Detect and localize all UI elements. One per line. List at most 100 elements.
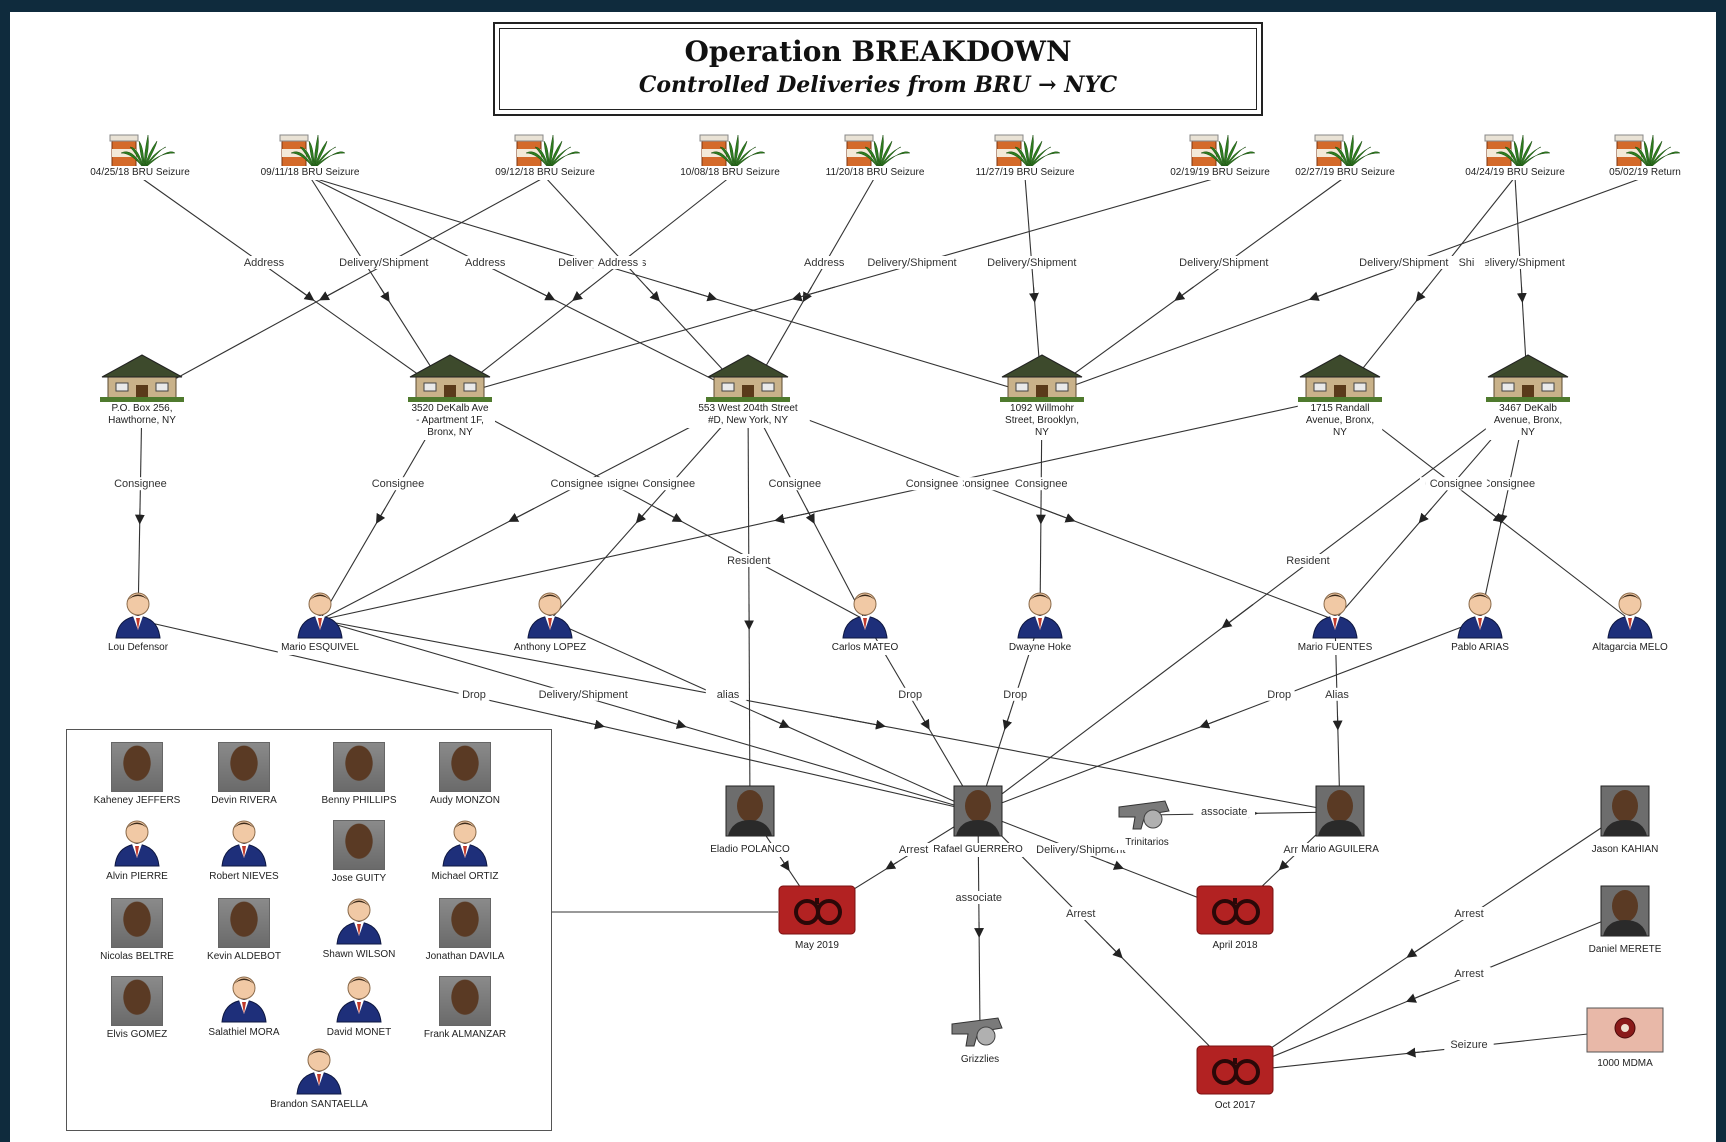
node-s7[interactable]: 02/19/19 BRU Seizure bbox=[1161, 134, 1279, 180]
node-p8[interactable]: Altagarcia MELO bbox=[1585, 592, 1675, 655]
edge-arrow bbox=[1484, 508, 1504, 523]
edge-arrow bbox=[1415, 286, 1428, 302]
edge-label: Consignee bbox=[769, 478, 822, 490]
node-label-bg bbox=[1209, 1099, 1261, 1113]
edge-label: Address bbox=[804, 257, 845, 269]
edge-arrow bbox=[1308, 286, 1344, 301]
edge-arrow bbox=[1002, 715, 1013, 731]
legend-item[interactable]: Jose GUITY bbox=[299, 820, 419, 884]
edge-arrow bbox=[1406, 941, 1431, 958]
node-s1[interactable]: 04/25/18 BRU Seizure bbox=[81, 134, 199, 180]
node-p3[interactable]: Anthony LOPEZ bbox=[510, 592, 590, 655]
legend-item[interactable]: Audy MONZON bbox=[405, 742, 525, 806]
edge-arrow bbox=[763, 715, 790, 729]
node-s8[interactable]: 02/27/19 BRU Seizure bbox=[1286, 134, 1404, 180]
legend-item-label: Benny PHILLIPS bbox=[321, 795, 397, 806]
node-p2[interactable]: Mario ESQUIVEL bbox=[277, 592, 363, 655]
edge-arrow bbox=[557, 715, 605, 730]
edge-label: associate bbox=[1201, 806, 1247, 818]
handcuffs-icon bbox=[1196, 885, 1274, 935]
node-h2[interactable]: 3520 DeKalb Ave- Apartment 1F,Bronx, NY bbox=[405, 354, 495, 440]
legend-item[interactable]: David MONET bbox=[299, 976, 419, 1038]
node-rg[interactable]: Rafael GUERRERO bbox=[933, 785, 1023, 857]
node-label-bg bbox=[510, 641, 590, 655]
node-dm[interactable]: Daniel MERETE bbox=[1585, 885, 1665, 957]
pill-bottle-icon bbox=[699, 134, 766, 170]
legend-item[interactable]: Nicolas BELTRE bbox=[77, 898, 197, 962]
node-s10[interactable]: 05/02/19 Return bbox=[1600, 134, 1690, 180]
node-label-bg bbox=[102, 402, 182, 428]
node-h3[interactable]: 553 West 204th Street#D, New York, NY bbox=[686, 354, 810, 428]
node-gr[interactable]: Grizzlies bbox=[951, 1017, 1009, 1067]
node-tr[interactable]: Trinitarios bbox=[1113, 800, 1181, 850]
legend-item[interactable]: Michael ORTIZ bbox=[405, 820, 525, 882]
mugshot-icon bbox=[218, 742, 270, 792]
edge-label-bg bbox=[999, 687, 1031, 701]
legend-item[interactable]: Kevin ALDEBOT bbox=[184, 898, 304, 962]
node-p5[interactable]: Dwayne Hoke bbox=[1006, 592, 1074, 655]
node-ma[interactable]: Mario AGUILERA bbox=[1297, 785, 1383, 857]
node-a3[interactable]: Oct 2017 bbox=[1196, 1045, 1274, 1113]
node-s4[interactable]: 10/08/18 BRU Seizure bbox=[671, 134, 789, 180]
node-p1[interactable]: Lou Defensor bbox=[101, 592, 175, 655]
edge-label: Delivery/Shipment bbox=[1036, 844, 1125, 856]
node-label: Rafael GUERRERO bbox=[933, 844, 1023, 855]
legend-item[interactable]: Frank ALMANZAR bbox=[405, 976, 525, 1040]
edge-arrow bbox=[675, 286, 718, 302]
node-jk[interactable]: Jason KAHIAN bbox=[1588, 785, 1662, 857]
node-s9[interactable]: 04/24/19 BRU Seizure bbox=[1456, 134, 1574, 180]
edge-label: Drop bbox=[1267, 689, 1291, 701]
house-icon bbox=[1486, 354, 1570, 402]
node-a1[interactable]: May 2019 bbox=[778, 885, 856, 953]
edge-label-bg bbox=[856, 256, 968, 269]
node-md[interactable]: 1000 MDMA bbox=[1586, 1007, 1664, 1071]
edge-arrow bbox=[1221, 604, 1254, 629]
node-label-bg bbox=[1297, 843, 1383, 857]
node-label-bg bbox=[251, 166, 369, 180]
edge-label: Delivery/Shipment bbox=[1359, 257, 1448, 269]
node-s3[interactable]: 09/12/18 BRU Seizure bbox=[486, 134, 604, 180]
legend-item[interactable]: Elvis GOMEZ bbox=[77, 976, 197, 1040]
node-label: May 2019 bbox=[795, 940, 839, 951]
node-a2[interactable]: April 2018 bbox=[1196, 885, 1274, 953]
legend-item-label: Jose GUITY bbox=[331, 873, 387, 884]
node-label: 04/25/18 BRU Seizure bbox=[90, 167, 190, 178]
node-label: Pablo ARIAS bbox=[1451, 642, 1509, 653]
node-s5[interactable]: 11/20/18 BRU Seizure bbox=[816, 134, 934, 180]
edge-label: Consignee bbox=[1483, 478, 1536, 490]
node-label: Grizzlies bbox=[961, 1054, 999, 1065]
node-label-bg bbox=[81, 166, 199, 180]
legend-item[interactable]: Devin RIVERA bbox=[184, 742, 304, 806]
person-icon bbox=[334, 898, 384, 946]
node-s6[interactable]: 11/27/19 BRU Seizure bbox=[966, 134, 1084, 180]
edge-label-bg bbox=[1348, 256, 1460, 269]
node-p4[interactable]: Carlos MATEO bbox=[828, 592, 902, 655]
legend-item[interactable]: Brandon SANTAELLA bbox=[259, 1048, 379, 1110]
legend-item-label: Salathiel MORA bbox=[208, 1027, 280, 1038]
node-label: 04/24/19 BRU Seizure bbox=[1465, 167, 1565, 178]
node-s2[interactable]: 09/11/18 BRU Seizure bbox=[251, 134, 369, 180]
node-h1[interactable]: P.O. Box 256,Hawthorne, NY bbox=[100, 354, 184, 428]
edge-arrow bbox=[829, 715, 886, 730]
legend-item[interactable]: Salathiel MORA bbox=[184, 976, 304, 1038]
edge-arrow bbox=[319, 286, 344, 301]
mugshot-icon bbox=[333, 820, 385, 870]
node-ep[interactable]: Eladio POLANCO bbox=[707, 785, 793, 857]
legend-item[interactable]: Kaheney JEFFERS bbox=[77, 742, 197, 806]
legend-item[interactable]: Jonathan DAVILA bbox=[405, 898, 525, 962]
legend-item[interactable]: Alvin PIERRE bbox=[77, 820, 197, 882]
edge-label: Drop bbox=[462, 689, 486, 701]
node-label: 09/12/18 BRU Seizure bbox=[495, 167, 595, 178]
edge-label: Resident bbox=[1286, 555, 1329, 567]
legend-item[interactable]: Robert NIEVES bbox=[184, 820, 304, 882]
legend-item-label: Audy MONZON bbox=[429, 795, 500, 806]
legend-item[interactable]: Shawn WILSON bbox=[299, 898, 419, 960]
legend-item[interactable]: Benny PHILLIPS bbox=[299, 742, 419, 806]
node-label: 09/11/18 BRU Seizure bbox=[261, 167, 360, 178]
edge-arrow bbox=[1029, 286, 1039, 303]
node-p6[interactable]: Mario FUENTES bbox=[1295, 592, 1375, 655]
node-p7[interactable]: Pablo ARIAS bbox=[1446, 592, 1514, 655]
